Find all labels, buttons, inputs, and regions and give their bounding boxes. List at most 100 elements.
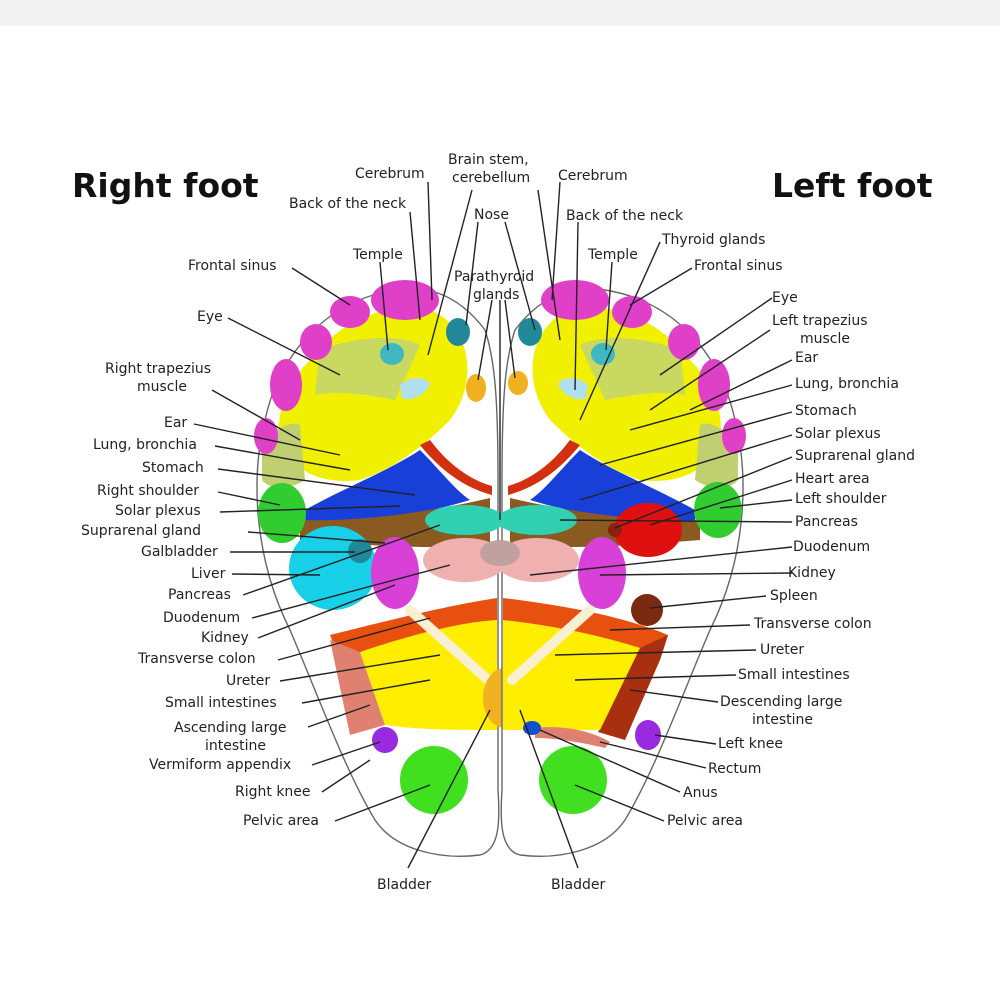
- anus: [523, 721, 541, 735]
- left-foot-heading: Left foot: [772, 166, 933, 205]
- leader-descending: [629, 689, 719, 703]
- leader-temple-l: [605, 261, 613, 351]
- label-ascending-2: intestine: [205, 738, 266, 754]
- label-descending-2: intestine: [752, 712, 813, 728]
- leader-pelvic-l: [574, 784, 665, 822]
- label-stomach-r: Stomach: [142, 460, 204, 476]
- leader-lung-r: [214, 445, 351, 471]
- leader-parathyroid-r: [477, 299, 493, 381]
- left-knee: [635, 720, 661, 750]
- left-eye-spot: [558, 378, 588, 400]
- leader-kidney-r: [257, 584, 396, 639]
- label-descending-1: Descending large: [720, 694, 842, 710]
- leader-stomach-l: [599, 411, 793, 466]
- right-toe-4: [270, 359, 302, 411]
- leader-trapezius-l: [649, 329, 771, 411]
- label-duodenum-l: Duodenum: [793, 539, 870, 555]
- left-suprarenal-spot: [608, 523, 622, 537]
- leader-ureter-r: [554, 649, 757, 656]
- left-toe-2: [612, 296, 652, 328]
- left-neck-spot: [518, 318, 542, 346]
- label-small-int-r: Small intestines: [738, 667, 850, 683]
- leader-cerebrum-r: [427, 181, 433, 301]
- leader-trapezius-r: [211, 389, 301, 441]
- leader-ascending: [307, 704, 371, 728]
- right-eye-spot: [400, 378, 430, 400]
- top-bar: [0, 0, 1000, 26]
- label-ureter-l: Ureter: [226, 673, 270, 689]
- right-toe-big: [371, 280, 439, 320]
- label-trapezius-r-2: muscle: [137, 379, 187, 395]
- right-toe-3: [300, 324, 332, 360]
- label-left-shoulder: Left shoulder: [795, 491, 887, 507]
- leader-left-shoulder: [719, 499, 793, 509]
- descending-colon: [598, 635, 668, 740]
- left-toe-big: [541, 280, 609, 320]
- right-foot: [254, 280, 527, 857]
- left-pancreas: [497, 505, 577, 535]
- label-rectum: Rectum: [708, 761, 761, 777]
- right-ureter: [405, 605, 493, 685]
- leader-heart: [649, 479, 793, 526]
- leader-transverse-colon-r: [609, 624, 751, 631]
- label-liver: Liver: [191, 566, 226, 582]
- label-ear-r: Ear: [164, 415, 187, 431]
- left-toe-5: [722, 418, 746, 454]
- leader-nose-r: [465, 221, 479, 326]
- label-kidney-r: Kidney: [201, 630, 249, 646]
- right-transverse-colon: [330, 598, 497, 660]
- galbladder-spot: [348, 539, 372, 563]
- leader-solar-plexus-r: [219, 505, 401, 513]
- left-ureter: [507, 605, 595, 685]
- right-parathyroid: [466, 374, 486, 402]
- spleen: [631, 594, 663, 626]
- right-pancreas: [425, 505, 505, 535]
- duodenum-center: [480, 540, 520, 566]
- label-transverse-colon-l: Transverse colon: [137, 651, 256, 667]
- label-back-neck-r: Back of the neck: [289, 196, 407, 212]
- leader-eye-r: [227, 317, 341, 376]
- label-lung-l: Lung, bronchia: [795, 376, 899, 392]
- leader-stomach-r: [217, 468, 416, 496]
- label-brain-stem-1: Brain stem,: [448, 152, 529, 168]
- label-trapezius-l-1: Left trapezius: [772, 313, 868, 329]
- label-trapezius-l-2: muscle: [800, 331, 850, 347]
- leader-frontal-sinus-r: [291, 267, 351, 306]
- label-frontal-sinus-l: Frontal sinus: [694, 258, 783, 274]
- label-heart-area: Heart area: [795, 471, 870, 487]
- label-cerebrum-l: Cerebrum: [558, 168, 628, 184]
- leader-small-int-r: [574, 674, 737, 681]
- right-foot-heading: Right foot: [72, 166, 259, 205]
- label-vermiform: Vermiform appendix: [149, 757, 291, 773]
- label-bladder-r: Bladder: [377, 877, 431, 893]
- leader-back-neck-l: [574, 221, 579, 391]
- leader-solar-plexus-l: [579, 434, 793, 501]
- left-pelvic-area: [539, 746, 607, 814]
- labels: Cerebrum Brain stem, cerebellum Cerebrum…: [81, 152, 915, 893]
- label-cerebrum-r: Cerebrum: [355, 166, 425, 182]
- right-kidney: [371, 537, 419, 609]
- label-nose: Nose: [474, 207, 509, 223]
- label-ascending-1: Ascending large: [174, 720, 287, 736]
- right-diaphragm: [420, 440, 492, 495]
- label-galbladder: Galbladder: [141, 544, 218, 560]
- leader-bladder-r: [407, 709, 491, 869]
- left-diaphragm: [508, 440, 580, 495]
- leader-ear-l: [689, 359, 793, 411]
- label-trapezius-r-1: Right trapezius: [105, 361, 211, 377]
- leader-vermiform: [311, 741, 381, 766]
- leader-thyroid: [579, 241, 661, 421]
- label-right-shoulder: Right shoulder: [97, 483, 199, 499]
- leader-brain-stem: [427, 189, 473, 356]
- leader-rectum: [599, 741, 707, 769]
- right-temple-spot: [380, 343, 404, 365]
- label-transverse-colon-r: Transverse colon: [753, 616, 872, 632]
- label-temple-l: Temple: [587, 247, 638, 263]
- left-kidney: [578, 537, 626, 609]
- label-ureter-r: Ureter: [760, 642, 804, 658]
- left-small-intestine: [503, 620, 640, 730]
- label-solar-plexus-r: Solar plexus: [115, 503, 201, 519]
- right-ascending-colon: [330, 640, 385, 735]
- label-suprarenal-r: Suprarenal gland: [81, 523, 201, 539]
